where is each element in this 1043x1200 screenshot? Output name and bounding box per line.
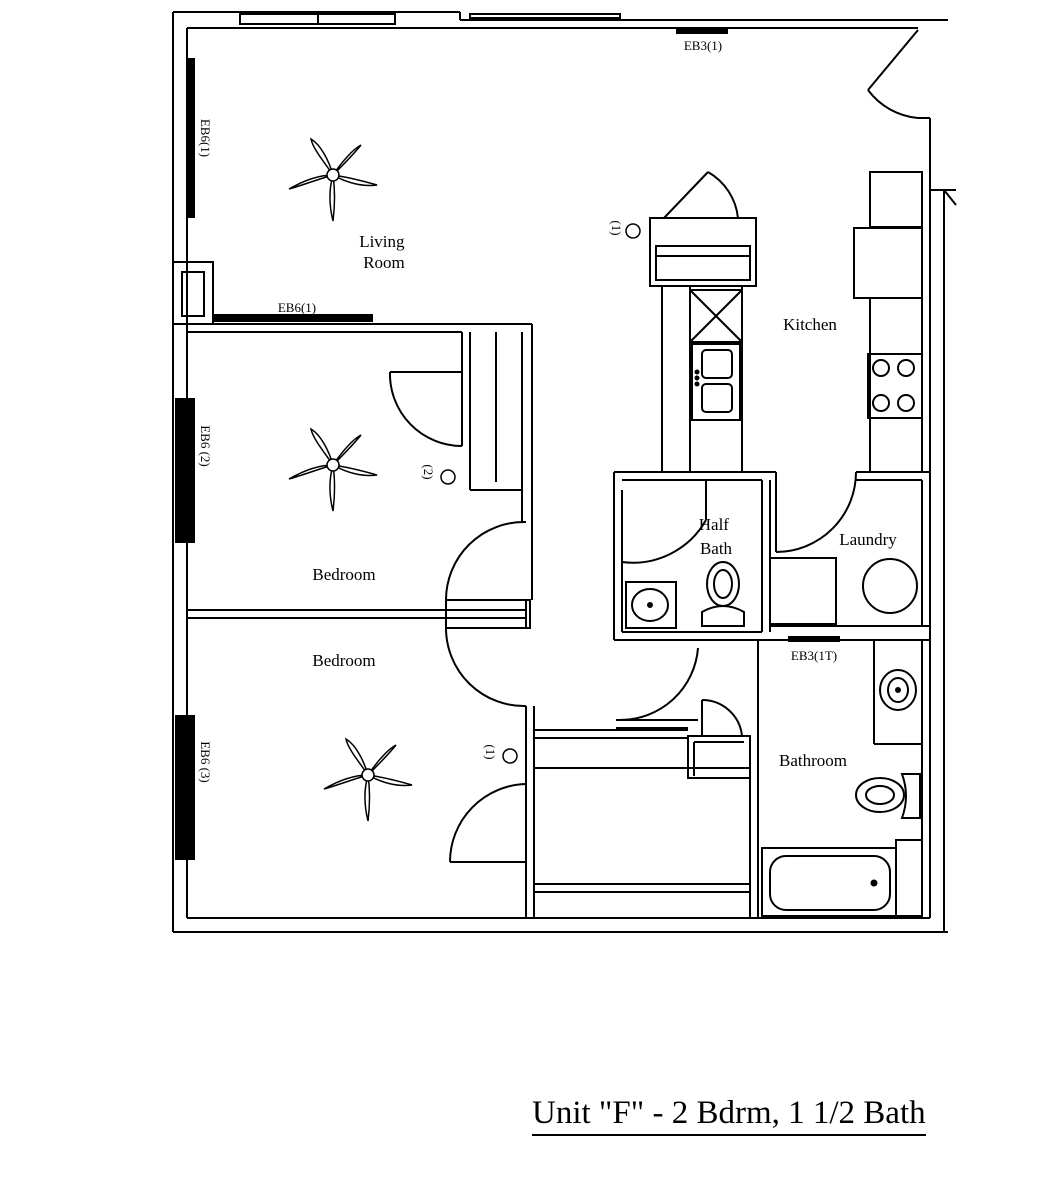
ceiling-fan-icon (288, 428, 378, 512)
door-bedroom-2 (445, 627, 527, 708)
heater-living-left (187, 58, 195, 218)
marker-label-bedroom-2: (1) (483, 744, 498, 759)
heater-label-living-bottom: EB6(1) (278, 300, 316, 315)
door-laundry (775, 471, 857, 553)
room-label-bathroom: Bathroom (779, 751, 847, 770)
bathroom-toilet-icon (855, 773, 921, 819)
room-label-laundry: Laundry (839, 530, 897, 549)
exterior-walls (172, 11, 948, 933)
room-label-half-bath: Half Bath (699, 515, 733, 558)
washer-icon (862, 558, 918, 614)
heater-living-top (676, 28, 728, 34)
room-label-bedroom-2: Bedroom (312, 651, 375, 670)
room-label-living: Living Room (359, 232, 409, 272)
door-bedroom-2-closet (449, 783, 527, 863)
ceiling-fan-icon (288, 138, 378, 222)
door-bath-closet (701, 698, 743, 737)
half-bath-toilet-icon (701, 561, 745, 627)
bathtub-icon (761, 839, 923, 917)
kitchen-sink (691, 343, 741, 421)
range-icon (867, 353, 923, 419)
heater-label-living-left: EB6(1) (198, 119, 213, 157)
ceiling-fan-icon (323, 738, 413, 822)
marker-label-kitchen: (1) (609, 220, 624, 235)
interior-walls (172, 171, 957, 918)
thermostat-icon (440, 223, 641, 764)
plan-title: Unit "F" - 2 Bdrm, 1 1/2 Bath (532, 1094, 926, 1136)
door-swings (388, 371, 857, 863)
door-bedroom-1-closet (388, 371, 463, 447)
dryer-icon (769, 557, 837, 625)
entry-door (867, 29, 930, 119)
bathroom-sink-icon (879, 669, 917, 711)
heater-label-living-top: EB3(1) (684, 38, 722, 53)
heater-living-bottom (213, 314, 373, 322)
heater-bedroom-2 (175, 715, 195, 860)
heater-bedroom-1 (175, 398, 195, 543)
door-half-bath (621, 519, 707, 564)
heater-label-bedroom-2: EB6 (3) (198, 741, 213, 783)
door-bedroom-1 (445, 520, 527, 601)
half-bath-sink-icon (625, 581, 677, 629)
marker-label-bedroom-1: (2) (421, 464, 436, 479)
heater-bars (175, 28, 840, 860)
room-label-bedroom-1: Bedroom (312, 565, 375, 584)
heater-label-bedroom-1: EB6 (2) (198, 425, 213, 467)
room-label-kitchen: Kitchen (783, 315, 837, 334)
heater-label-laundry: EB3(1T) (791, 648, 837, 663)
door-hall (619, 647, 699, 722)
